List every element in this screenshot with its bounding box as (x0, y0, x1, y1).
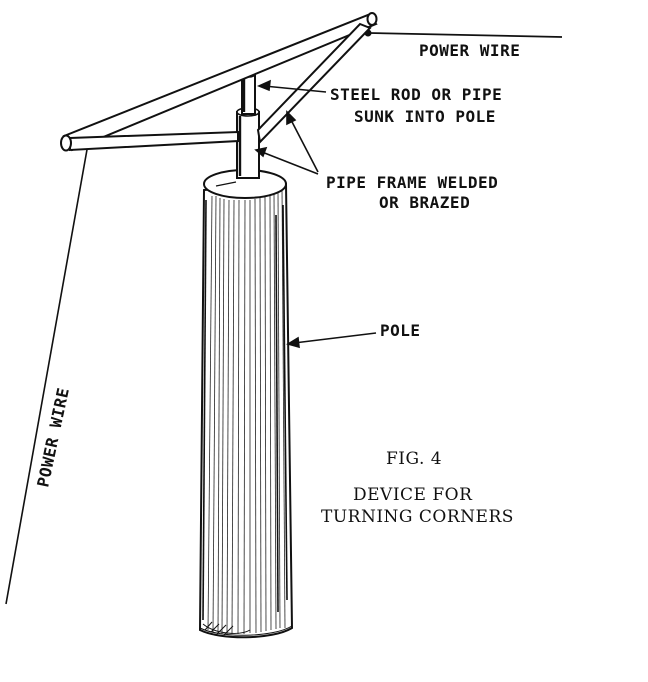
power-wire-left-line (5, 143, 89, 605)
caption-line2: TURNING CORNERS (321, 507, 514, 527)
frame-brace (256, 22, 372, 145)
arrow-pipe-frame-upper (289, 117, 319, 173)
label-pole: POLE (380, 321, 421, 340)
leader-lines (254, 79, 377, 349)
pole-body (198, 182, 294, 639)
frame-diagonal (62, 13, 378, 152)
pipe-frame (60, 12, 378, 152)
caption-fig: FIG. 4 (386, 449, 442, 469)
pole-bottom (199, 621, 293, 636)
label-pipe-frame-line1: PIPE FRAME WELDED (326, 173, 498, 192)
arrow-pipe-frame-lower (261, 151, 319, 175)
label-steel-rod-line2: SUNK INTO POLE (354, 107, 496, 126)
label-power-wire-top: POWER WIRE (419, 41, 520, 60)
pole-shade (202, 199, 288, 621)
arrow-pole (293, 332, 377, 344)
label-pipe-frame-line2: OR BRAZED (379, 193, 470, 212)
power-wire-top-line (368, 32, 563, 38)
pole-grain (207, 187, 286, 635)
rod-shade (238, 78, 246, 176)
label-steel-rod-line1: STEEL ROD OR PIPE (330, 85, 502, 104)
label-power-wire-left: POWER WIRE (33, 386, 73, 489)
pole (198, 169, 294, 639)
frame-left-cap (60, 134, 72, 152)
pole-top-crack (215, 181, 237, 187)
frame-right-cap (366, 12, 378, 26)
caption-line1: DEVICE FOR (353, 485, 473, 505)
steel-rod (236, 70, 260, 179)
arrow-steel-rod (263, 85, 327, 93)
